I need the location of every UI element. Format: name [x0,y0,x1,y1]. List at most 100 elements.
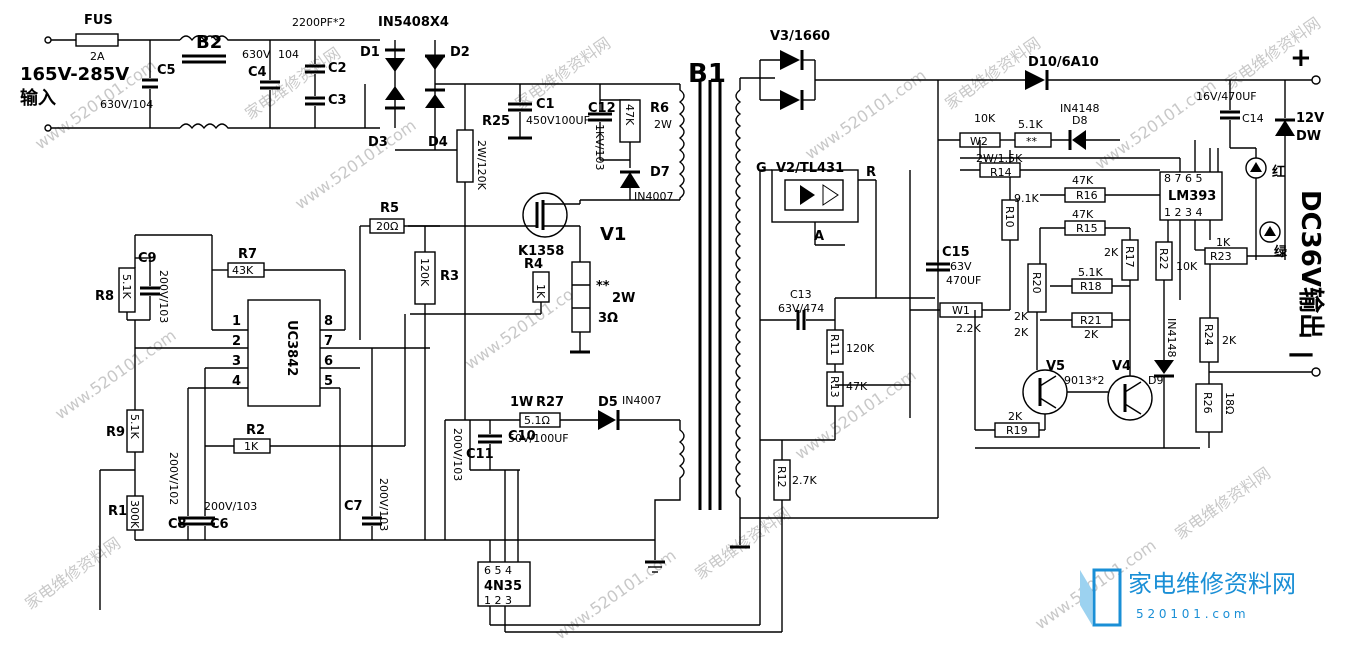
tl431-diode [800,185,815,205]
diode-d4 [425,94,445,108]
c10-value: 50V/100UF [508,432,569,445]
r16-value: 47K [1072,174,1094,187]
c4-label: C4 [248,65,267,80]
input-section: FUS 2A 165V-285V 输入 C5 630V/104 B2 630V … [20,13,380,132]
c13-label: C13 [790,288,812,301]
r8-label: R8 [95,289,114,304]
primary-winding [678,84,685,200]
r5-value: 20Ω [376,220,398,233]
r6-label: R6 [650,101,669,116]
r20-value: 2K [1014,326,1029,339]
c4-value: 104 [278,48,299,61]
watermark: www.520101.com [291,116,419,214]
aux-winding [654,420,685,560]
ic-pin: 5 [324,374,333,389]
r1-label: R1 [108,504,127,519]
output-negative-terminal [1311,367,1321,377]
tl431-a: A [814,229,824,244]
c10-label: C10 [508,429,536,444]
c12-label: C12 [588,101,616,116]
resistor-r12 [773,459,791,501]
w1-note: 2K [1014,310,1029,323]
d5-label: D5 [598,395,618,410]
mosfet-k1358 [522,192,568,238]
r18-value: 5.1K [1078,266,1103,279]
watermark: www.520101.com [551,546,679,643]
ic-pin: 3 [232,354,241,369]
r12-value: 2.7K [792,474,817,487]
output-minus: — [1288,339,1314,369]
opto-4n35 [477,561,531,607]
bridge-rectifier: IN5408X4 D1 D2 D3 D4 [360,15,470,150]
v1-label: V1 [600,224,626,245]
d7-label: D7 [650,165,670,180]
site-logo: 家电维修资料网 5 2 0 1 0 1 . c o m [1080,568,1296,627]
r12-label: R12 [775,466,788,488]
logo-url: 5 2 0 1 0 1 . c o m [1136,607,1246,621]
c14-value: 16V/470UF [1196,90,1257,103]
r23-value: 1K [1216,236,1231,249]
diode-d8 [1072,130,1086,150]
r4-value: 1K [534,284,547,299]
aux-supply: 1W R27 5.1Ω D5 IN4007 C10 50V/100UF C11 … [444,394,685,573]
r10-label: R10 [1003,206,1016,228]
r17-value: 2K [1104,246,1119,259]
watermark: 家电维修资料网 [21,533,124,613]
choke-winding [179,35,240,42]
tl431-r: R [866,165,876,180]
w1-label: W1 [952,304,970,317]
r9-value: 5.1K [128,414,141,439]
comp-label: LM393 [1168,189,1216,204]
r27-label: R27 [536,395,564,410]
r6-power: 2W [654,118,672,131]
input-terminal [44,36,52,44]
d2-label: D2 [450,45,470,60]
d10-label: D10/6A10 [1028,55,1099,70]
bridge-note: IN5408X4 [378,15,449,30]
diode-d7 [620,172,640,188]
c6-label: C6 [210,517,229,532]
d3-label: D3 [368,135,388,150]
c11-label: C11 [466,447,494,462]
c9-value: 200V/103 [157,270,170,323]
ic-pin: 8 [324,314,333,329]
r25-value: 2W/120K [475,140,488,191]
ic-pin: 1 [232,314,241,329]
w1-value: 2.2K [956,322,981,335]
led-green-label: 绿 [1274,244,1288,260]
fuse-label: FUS [84,13,113,28]
c8-label: C8 [168,517,187,532]
c3-label: C3 [328,93,347,108]
r19-label: R19 [1006,424,1028,437]
r7-label: R7 [238,247,257,262]
zener-dw [1275,120,1295,136]
watermark: 家电维修资料网 [691,503,794,583]
r13-label: R13 [828,376,841,398]
r24-label: R24 [1202,324,1215,346]
choke-winding [179,123,240,130]
diode-d5 [598,410,616,430]
ic-pin: 4 [232,374,241,389]
ic-pin: 7 [324,334,333,349]
resistor-r25 [456,129,474,183]
diode-d10 [1025,70,1045,90]
optocoupler: 6 5 4 4N35 1 2 3 [477,440,783,633]
d9-value: IN4148 [1165,318,1178,357]
d8-label: D8 [1072,114,1087,127]
output-label: DC36V输出 [1295,190,1326,339]
r27-power: 1W [510,395,533,410]
input-label: 输入 [20,87,56,109]
r17-label: R17 [1123,246,1136,268]
input-terminal [44,124,52,132]
comp-pins-bottom: 1 2 3 4 [1164,206,1202,219]
transistor-v5 [1022,369,1068,415]
d9-label: D9 [1148,374,1163,387]
charger-section: 10K W2 5.1K ** IN4148 D8 2W/1.5K R14 47K… [938,80,1324,449]
r14-label: R14 [990,166,1012,179]
r21-value: 2K [1084,328,1099,341]
c15-voltage: 63V [950,260,972,273]
secondary-section: V3/1660 D10/6A10 G V2/TL431 R A C13 63V/… [740,29,1321,518]
input-voltage: 165V-285V [20,64,129,85]
secondary-winding [735,89,742,518]
